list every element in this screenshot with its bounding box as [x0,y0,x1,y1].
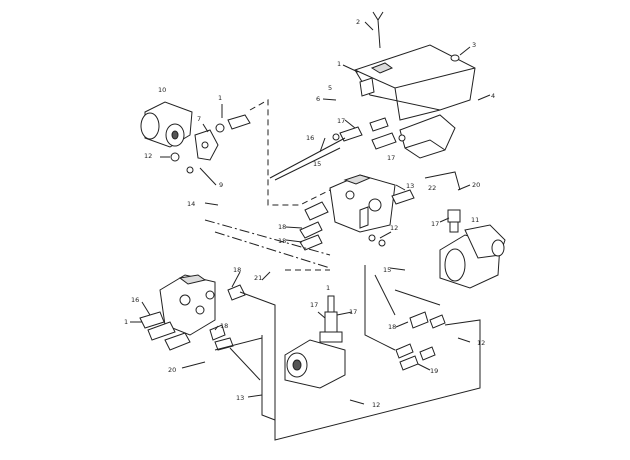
hose-routes [204,99,481,441]
callout-13-lower: 13 [236,394,244,402]
lower-right-fittings [395,311,446,371]
callout-1: 1 [337,60,341,68]
callout-18-b: 18 [278,237,286,245]
callout-20-top: 20 [472,181,480,189]
callout-12-mid: 12 [390,224,398,232]
callout-15-right: 15 [383,266,391,274]
callout-18-right: 18 [388,323,396,331]
right-motor-assembly [439,209,506,289]
callout-18-a: 18 [278,223,286,231]
callout-10: 10 [158,86,166,94]
callout-6: 6 [316,95,320,103]
callout-11: 11 [471,216,479,224]
hydraulic-cylinder [284,295,346,389]
callout-9: 9 [219,181,223,189]
filler-cap [450,54,460,62]
callout-14: 14 [187,200,195,208]
callout-1-lower: 1 [124,318,128,326]
callout-2: 2 [356,18,360,26]
callout-12-right: 12 [477,339,485,347]
callout-15: 15 [313,160,321,168]
callout-16-lower: 16 [131,296,139,304]
callout-22: 22 [428,184,436,192]
callout-13-top: 13 [406,182,414,190]
callout-labels: 2 3 1 4 10 5 6 7 1 17 16 15 17 12 9 14 1… [124,18,495,409]
callout-12-left: 12 [144,152,152,160]
callout-17-mid: 17 [387,154,395,162]
leader-lines [130,21,491,405]
callout-18-pump: 18 [220,322,228,330]
callout-16: 16 [306,134,314,142]
callout-17-cyl-b: 17 [349,308,357,316]
callout-12-lower: 12 [372,401,380,409]
callout-4: 4 [491,92,495,100]
center-fittings [332,117,406,150]
callout-5: 5 [328,84,332,92]
callout-21: 21 [254,274,262,282]
callout-18-lower: 18 [233,266,241,274]
electric-motor [140,101,193,148]
callout-19: 19 [430,367,438,375]
lower-pump-assembly [139,274,246,351]
pump-head-left [170,114,251,174]
callout-20-lower: 20 [168,366,176,374]
callout-3: 3 [472,41,476,49]
callout-17-top: 17 [337,117,345,125]
reservoir-tank [354,44,476,159]
callout-1-left: 1 [218,94,222,102]
callout-1-cyl: 1 [326,284,330,292]
dipstick [372,11,384,49]
callout-17-cyl-a: 17 [310,301,318,309]
control-valve-assembly [299,174,415,251]
callout-17-right: 17 [431,220,439,228]
callout-7-left: 7 [197,115,201,123]
